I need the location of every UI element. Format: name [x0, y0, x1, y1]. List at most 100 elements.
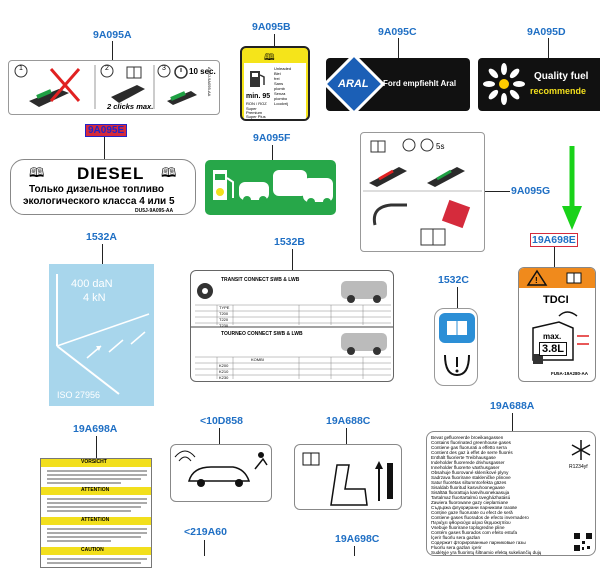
refrigerant-type: R1234yf	[569, 464, 588, 470]
load-dan: 400 daN	[71, 278, 113, 290]
fuel-instruction-illustration: 5s	[363, 138, 482, 246]
car-alarm-illustration	[174, 450, 268, 487]
leader-line	[346, 428, 347, 444]
green-fuel-decal[interactable]	[205, 160, 336, 215]
quality-fuel-decal[interactable]: Quality fuel recommende	[478, 58, 600, 111]
refrigerant-line: Vsebuje fluorirane toplogredne pline	[431, 525, 505, 530]
fuel-cap-decal[interactable]: 1 2 3 2 clicks max. 10 sec. AU5J-9A095-A…	[8, 60, 220, 115]
warning-band	[41, 517, 151, 525]
leader-line	[272, 145, 273, 160]
warning-decal[interactable]: VORSICHT ATTENTION ATTENTION CAUTION	[40, 458, 152, 568]
green-arrow-icon	[562, 146, 582, 230]
refrigerant-line: Contient des gaz à effet de serre fluoré…	[431, 450, 513, 455]
unleaded-line: Sans	[274, 81, 284, 86]
refrigerant-line: Съдържа флуорирани парникови газове	[431, 505, 518, 510]
warning-heading-1: VORSICHT	[81, 459, 107, 465]
refrigerant-text-block: Bevat gefluoreerde broeikasgassen Contai…	[431, 435, 561, 555]
diesel-line2: экологического класса 4 или 5	[23, 196, 175, 207]
fuel-type-decal[interactable]: 🕮 min. 95 RON / ROZ Super Premium Super …	[240, 46, 310, 121]
label-9a095c[interactable]: 9A095C	[378, 26, 417, 38]
label-9a095b[interactable]: 9A095B	[252, 21, 291, 33]
fuel-type-body: min. 95 RON / ROZ Super Premium Super Pl…	[244, 63, 306, 119]
diesel-decal[interactable]: 🕮 🕮 DIESEL Только дизельное топливо экол…	[10, 159, 196, 215]
placard-row: K230	[219, 375, 229, 380]
fuel-cap-illustration	[14, 64, 197, 109]
aral-decal[interactable]: ARAL Ford empfiehlt Aral	[322, 52, 470, 116]
placard-row: T220	[219, 317, 229, 322]
refrigerant-line: Sisaldab fluoritud kasvuhoonegaase	[431, 485, 505, 490]
book-icon: 🕮	[264, 52, 275, 62]
refrigerant-line: Sadrzava fluorirane stakleničke plinove	[431, 475, 511, 480]
label-19a698a[interactable]: 19A698A	[73, 423, 118, 435]
label-9a095f[interactable]: 9A095F	[253, 132, 291, 144]
refrigerant-line: Περιέχει φθοριούχα αέρια θερμοκηπίου	[431, 520, 511, 525]
clicks-text: 2 clicks max.	[107, 102, 154, 111]
placard-row: T230	[219, 323, 229, 328]
label-9a095g[interactable]: 9A095G	[511, 185, 551, 197]
refrigerant-line: Contiene gases fluorados de efecto inver…	[431, 515, 529, 520]
aral-slogan: Ford empfiehlt Aral	[383, 79, 457, 88]
seat-decal[interactable]	[294, 444, 402, 510]
tpms-book-panel	[439, 313, 475, 343]
leader-line	[485, 191, 510, 192]
unleaded-line: frei	[274, 76, 280, 81]
load-kn: 4 kN	[83, 292, 106, 304]
label-1532a[interactable]: 1532A	[86, 231, 117, 243]
label-19a698c[interactable]: 19A698C	[335, 533, 380, 545]
refrigerant-line: Bevat gefluoreerde broeikasgassen	[431, 435, 504, 440]
refrigerant-line: Sudėtyje yra fluorintų šiltnamio efektą …	[431, 550, 542, 555]
refrigerant-line: Contains fluorinated greenhouse gases	[431, 440, 511, 445]
label-19a688a[interactable]: 19A688A	[490, 400, 535, 412]
svg-text:!: !	[535, 276, 538, 285]
fuel-sub-3: Premium	[246, 110, 263, 115]
label-9a095d[interactable]: 9A095D	[527, 26, 566, 38]
refrigerant-line: Satur fluorētas siltumnīcefekta gāzes	[431, 480, 507, 485]
refrigerant-decal[interactable]: Bevat gefluoreerde broeikasgassen Contai…	[426, 431, 596, 556]
label-19a688c[interactable]: 19A688C	[326, 415, 371, 427]
warning-band	[41, 547, 151, 555]
fuel-min-rating: min. 95	[246, 93, 271, 100]
refrigerant-line: Fluorlu sera gazları içerir	[431, 545, 482, 550]
refrigerant-line: Zawiera fluorowane gazy cieplarniane	[431, 500, 509, 505]
refrigerant-line: Enthält fluorierte Treibhausgase	[431, 455, 496, 460]
placard-row: K200	[219, 363, 229, 368]
load-decal[interactable]: 400 daN 4 kN ISO 27956	[49, 264, 154, 406]
tdci-decal[interactable]: ! TDCI max. 3.8L FU5A-19A280-AA	[518, 267, 596, 382]
tire-pressure-placard[interactable]: TRANSIT CONNECT SWB & LWB TOURNEO CONNEC…	[190, 270, 394, 382]
placard-row: T200	[219, 311, 229, 316]
label-10d858[interactable]: <10D858	[200, 415, 243, 427]
unleaded-line: Blei	[274, 71, 281, 76]
warning-heading-2: ATTENTION	[81, 487, 110, 493]
label-19a698e[interactable]: 19A698E	[532, 234, 576, 246]
label-1532c[interactable]: 1532C	[438, 274, 469, 286]
diesel-title: DIESEL	[77, 164, 145, 183]
timer-text: 10 sec.	[189, 67, 216, 76]
quality-fuel-line1: Quality fuel	[534, 71, 589, 82]
snowflake-icon	[571, 440, 591, 460]
fuel-instruction-decal[interactable]: 5s	[360, 132, 485, 252]
placard-title-1: TRANSIT CONNECT SWB & LWB	[221, 277, 300, 283]
fuel-sub-4: Super Plus	[246, 114, 266, 119]
refrigerant-line: Obsahuje fluorované skleníkové plyny	[431, 470, 509, 475]
tdci-max: max.	[543, 332, 562, 341]
tpms-decal[interactable]	[434, 308, 478, 386]
unleaded-line: Unleaded	[274, 66, 292, 71]
warning-text-lines	[47, 470, 147, 564]
tdci-code: FU5A-19A280-AA	[551, 371, 589, 376]
fuel-pump-icon	[250, 71, 265, 87]
airbag-decal[interactable]	[170, 444, 272, 502]
label-9a095e[interactable]: 9A095E	[85, 124, 128, 137]
load-floor-illustration	[56, 274, 150, 395]
leader-line	[548, 38, 549, 58]
label-219a60[interactable]: <219A60	[184, 526, 227, 538]
warning-band	[41, 487, 151, 495]
label-1532b[interactable]: 1532B	[274, 236, 305, 248]
seat-illustration	[302, 452, 393, 506]
warning-band	[41, 459, 151, 467]
unleaded-line: piombo	[274, 96, 288, 101]
refrigerant-line: Inneholder fluorerte växthusgaser	[431, 465, 500, 470]
leader-line	[354, 546, 355, 556]
label-9a095a[interactable]: 9A095A	[93, 29, 132, 41]
book-icon: 🕮	[29, 165, 45, 180]
placard-col-kombi: KOMBI	[251, 357, 264, 362]
